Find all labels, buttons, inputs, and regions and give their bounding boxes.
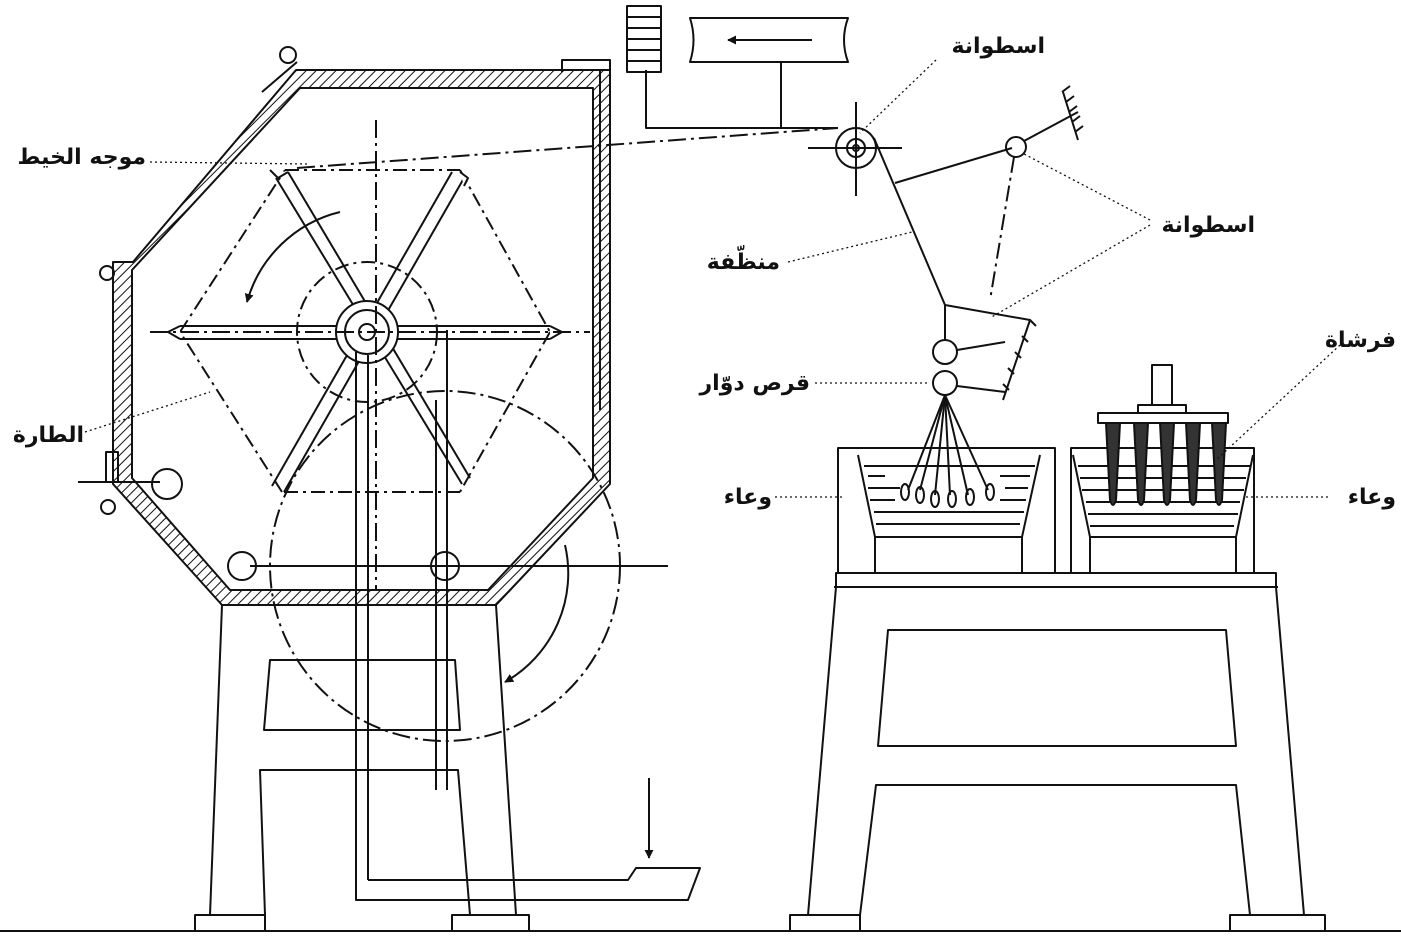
container-left xyxy=(837,447,1056,574)
reel xyxy=(150,120,590,590)
label-rotating-disc: قرص دوّار xyxy=(699,371,810,396)
left-stand xyxy=(194,604,530,932)
label-thread-guide: موجه الخيط xyxy=(17,145,146,170)
label-cleaner: منظّفة xyxy=(706,250,780,275)
large-drum xyxy=(227,390,668,742)
right-table xyxy=(789,572,1326,932)
label-reel: الطارة xyxy=(12,423,84,448)
latch-wheel xyxy=(151,468,183,500)
direction-flag xyxy=(689,17,849,63)
shafts xyxy=(355,330,448,893)
label-cylinder-top: اسطوانة xyxy=(951,34,1045,59)
hinge-pin-left xyxy=(99,265,115,281)
leader-lines xyxy=(84,59,1341,498)
hinge-pin-bottom xyxy=(100,499,116,515)
pedal xyxy=(355,778,701,901)
label-container-left: وعاء xyxy=(723,485,772,510)
door-hinge xyxy=(261,61,298,93)
tension-arm xyxy=(645,70,838,129)
label-brush: فرشاة xyxy=(1325,328,1396,353)
top-cylinder xyxy=(808,102,902,196)
brush-assembly xyxy=(1097,364,1229,506)
hinge-pin-top xyxy=(279,46,297,64)
label-container-right: وعاء xyxy=(1347,485,1396,510)
cleaner-arm xyxy=(873,85,1084,401)
spool-stack xyxy=(626,5,662,73)
label-cylinder-right: اسطوانة xyxy=(1161,213,1255,238)
rotating-disc xyxy=(900,339,1006,508)
thread-line xyxy=(296,127,839,169)
top-right-frame xyxy=(561,59,611,72)
